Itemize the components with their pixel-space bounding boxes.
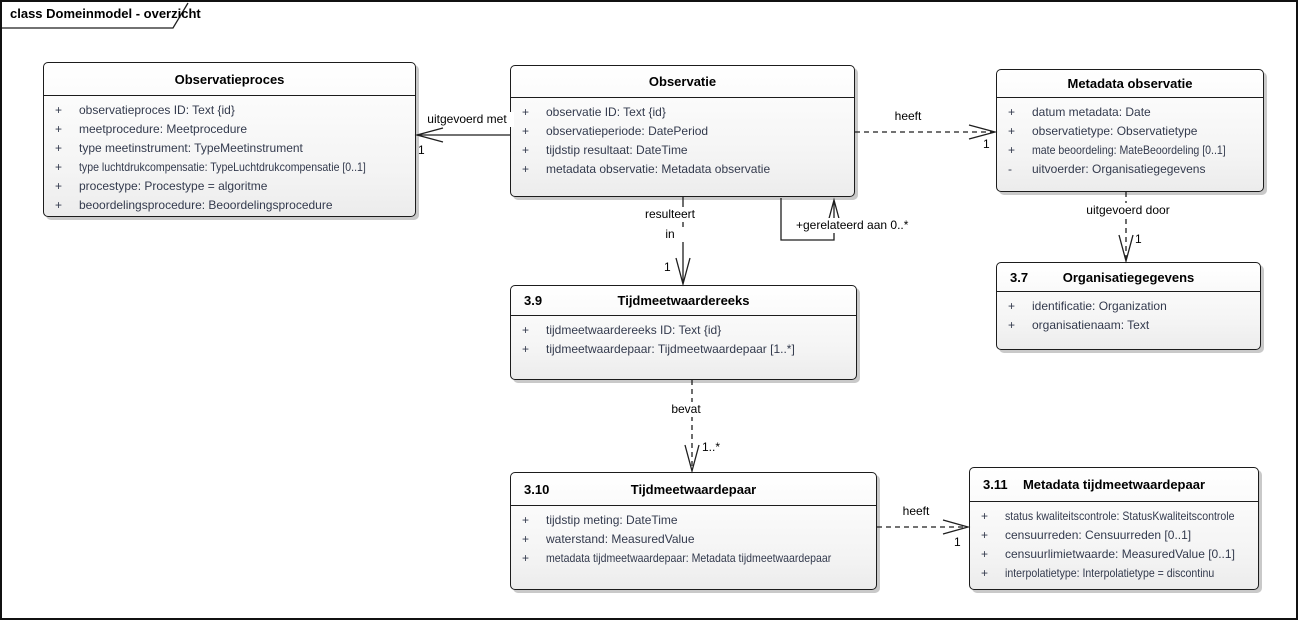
class-number: 3.7 (1010, 269, 1029, 285)
attribute-row: +tijdmeetwaardereeks ID: Text {id} (522, 323, 722, 337)
open-arrow-icon (675, 257, 691, 287)
attribute-row: +censuurreden: Censuurreden [0..1] (981, 528, 1192, 542)
multiplicity-uitgevoerd-door: 1 (1135, 232, 1142, 246)
connector-heeft-metadata-paar[interactable] (877, 519, 971, 535)
attribute-row: -uitvoerder: Organisatiegegevens (1008, 162, 1206, 176)
class-title: Metadata observatie (1067, 76, 1193, 91)
edge-label-heeft-observatie: heeft (886, 109, 930, 124)
attribute-row: +organisatienaam: Text (1008, 318, 1150, 332)
connector-bevat[interactable] (684, 380, 700, 474)
class-number: 3.11 (983, 477, 1008, 492)
multiplicity-resulteert-in: 1 (664, 260, 671, 274)
attribute-row: +type meetinstrument: TypeMeetinstrument (55, 141, 303, 155)
class-organisatiegegevens[interactable]: 3.7 Organisatiegegevens +identificatie: … (996, 262, 1261, 350)
attribute-row: +interpolatietype: Interpolatietype = di… (981, 566, 1215, 580)
attribute-row: +identificatie: Organization (1008, 299, 1167, 313)
class-observatie[interactable]: Observatie +observatie ID: Text {id} +ob… (510, 65, 855, 197)
attribute-row: +mate beoordeling: MateBeoordeling [0..1… (1008, 143, 1226, 157)
attribute-row: +tijdstip meting: DateTime (522, 513, 678, 527)
attribute-row: +datum metadata: Date (1008, 105, 1151, 119)
attribute-row: +censuurlimietwaarde: MeasuredValue [0..… (981, 547, 1235, 561)
class-number: 3.9 (524, 293, 543, 308)
attribute-row: +observatieproces ID: Text {id} (55, 103, 235, 117)
edge-label-uitgevoerd-door: uitgevoerd door (1080, 203, 1176, 218)
multiplicity-uitgevoerd-met: 1 (418, 143, 425, 157)
diagram-frame-label: class Domeinmodel - overzicht (10, 6, 201, 21)
open-arrow-icon (826, 197, 842, 227)
edge-label-resulteert: resulteert (638, 207, 702, 222)
class-title: Tijdmeetwaardereeks (617, 293, 750, 308)
class-number: 3.10 (524, 481, 550, 497)
connector-uitgevoerd-met[interactable] (414, 127, 510, 143)
attribute-row: +tijdstip resultaat: DateTime (522, 143, 688, 157)
attribute-row: +metadata tijdmeetwaardepaar: Metadata t… (522, 551, 832, 565)
class-metadata-observatie[interactable]: Metadata observatie +datum metadata: Dat… (996, 69, 1264, 192)
open-arrow-icon (942, 519, 971, 535)
class-title: Observatie (648, 74, 717, 89)
attribute-row: +observatie ID: Text {id} (522, 105, 666, 119)
class-tijdmeetwaardereeks[interactable]: 3.9 Tijdmeetwaardereeks +tijdmeetwaarder… (510, 285, 857, 380)
edge-label-resulteert-in: in (638, 227, 702, 242)
edge-label-gerelateerd-aan: +gerelateerd aan 0..* (794, 218, 911, 233)
class-title: Organisatiegegevens (1062, 269, 1195, 285)
attribute-row: +beoordelingsprocedure: Beoordelingsproc… (55, 198, 333, 212)
class-metadata-tijdmeetwaardepaar[interactable]: 3.11 Metadata tijdmeetwaardepaar +status… (969, 467, 1259, 590)
multiplicity-bevat: 1..* (702, 440, 721, 454)
edge-label-uitgevoerd-met: uitgevoerd met (420, 112, 514, 127)
open-arrow-icon (414, 127, 444, 143)
attribute-row: +waterstand: MeasuredValue (522, 532, 695, 546)
class-title: Tijdmeetwaardepaar (630, 481, 757, 497)
open-arrow-icon (1118, 234, 1134, 264)
attribute-row: +type luchtdrukcompensatie: TypeLuchtdru… (55, 160, 366, 174)
connector-heeft-metadata-observatie[interactable] (855, 124, 998, 140)
edge-label-heeft-paar: heeft (894, 504, 938, 519)
open-arrow-icon (968, 124, 998, 140)
edge-label-bevat: bevat (662, 402, 710, 417)
open-arrow-icon (684, 444, 700, 474)
class-observatieproces[interactable]: Observatieproces +observatieproces ID: T… (43, 62, 416, 217)
attribute-row: +observatieperiode: DatePeriod (522, 124, 709, 138)
attribute-row: +tijdmeetwaardepaar: Tijdmeetwaardepaar … (522, 342, 795, 356)
attribute-row: +procestype: Procestype = algoritme (55, 179, 268, 193)
attribute-row: +metadata observatie: Metadata observati… (522, 162, 771, 176)
multiplicity-heeft-paar: 1 (954, 535, 961, 549)
class-title: Metadata tijdmeetwaardepaar (1022, 477, 1206, 492)
class-tijdmeetwaardepaar[interactable]: 3.10 Tijdmeetwaardepaar +tijdstip meting… (510, 472, 877, 590)
attribute-row: +status kwaliteitscontrole: StatusKwalit… (981, 509, 1235, 523)
multiplicity-heeft-observatie: 1 (983, 137, 990, 151)
attribute-row: +meetprocedure: Meetprocedure (55, 122, 248, 136)
class-title: Observatieproces (174, 71, 285, 87)
attribute-row: +observatietype: Observatietype (1008, 124, 1198, 138)
